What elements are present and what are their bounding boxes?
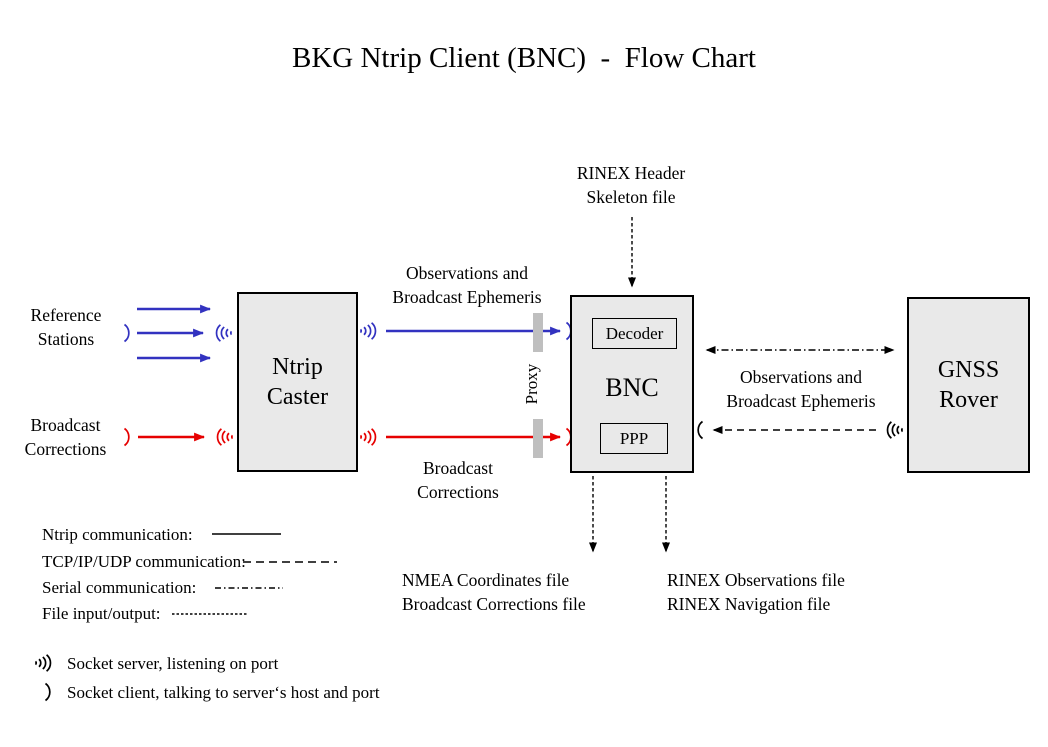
legend-file-label: File input/output: <box>42 604 161 623</box>
socket-client-legend-label: Socket client, talking to server‘s host … <box>67 683 380 702</box>
reference-stations-line1: Reference <box>30 305 102 325</box>
gnss-rover-label-line1: GNSS <box>937 357 1000 383</box>
ntrip-caster-label-line2: Caster <box>266 384 329 410</box>
socket-server-icon <box>216 427 234 447</box>
nmea-output-line2: Broadcast Corrections file <box>402 594 586 614</box>
gnss-rover-label-line2: Rover <box>939 387 998 413</box>
legend-tcp-label: TCP/IP/UDP communication: <box>42 552 246 571</box>
socket-client-icon <box>697 420 704 440</box>
nmea-output-line1: NMEA Coordinates file <box>402 570 570 590</box>
proxy-label: Proxy <box>522 363 541 405</box>
gnss-rover-box: GNSS Rover <box>907 297 1030 473</box>
broadcast-corrections-caster-bnc-line1: Broadcast <box>423 458 493 478</box>
decoder-label: Decoder <box>605 323 664 343</box>
rinex-output-line1: RINEX Observations file <box>667 570 845 590</box>
proxy-bar-top <box>533 313 543 352</box>
rinex-header-skeleton-label: RINEX Header Skeleton file <box>541 161 721 209</box>
nmea-output-label: NMEA Coordinates file Broadcast Correcti… <box>402 568 642 616</box>
reference-stations-to-caster-arrows <box>137 304 212 363</box>
bnc-label: BNC <box>605 373 659 402</box>
socket-server-icon <box>359 427 377 447</box>
socket-server-icon <box>359 321 377 341</box>
broadcast-corrections-caster-bnc-line2: Corrections <box>417 482 499 502</box>
observations-ephemeris-bnc-rover-line1: Observations and <box>740 367 862 387</box>
page-title: BKG Ntrip Client (BNC) - Flow Chart <box>292 42 756 74</box>
ntrip-caster-label-line1: Ntrip <box>272 354 323 380</box>
observations-ephemeris-bnc-rover-line2: Broadcast Ephemeris <box>726 391 876 411</box>
observations-ephemeris-caster-bnc-line1: Observations and <box>406 263 528 283</box>
rinex-header-skeleton-line1: RINEX Header <box>576 163 686 183</box>
broadcast-corrections-input-line1: Broadcast <box>30 415 101 435</box>
socket-client-icon <box>44 682 51 702</box>
bnc-box: Decoder BNC PPP <box>570 295 694 473</box>
proxy-bar-bottom <box>533 419 543 458</box>
ppp-label: PPP <box>619 428 649 448</box>
socket-server-legend-label: Socket server, listening on port <box>67 654 279 673</box>
ppp-box: PPP <box>600 423 668 454</box>
socket-server-icon <box>34 653 52 673</box>
broadcast-corrections-input-line2: Corrections <box>24 439 107 459</box>
reference-stations-label: Reference Stations <box>6 303 126 351</box>
rinex-header-skeleton-line2: Skeleton file <box>586 187 676 207</box>
observations-ephemeris-bnc-rover-label: Observations and Broadcast Ephemeris <box>706 365 896 413</box>
socket-server-icon <box>886 420 904 440</box>
legend-serial-label: Serial communication: <box>42 578 197 597</box>
broadcast-corrections-caster-bnc-label: Broadcast Corrections <box>398 456 518 504</box>
rinex-output-label: RINEX Observations file RINEX Navigation… <box>667 568 907 616</box>
ntrip-caster-box: Ntrip Caster <box>237 292 358 472</box>
broadcast-corrections-input-label: Broadcast Corrections <box>3 413 128 461</box>
observations-ephemeris-caster-bnc-label: Observations and Broadcast Ephemeris <box>372 261 562 309</box>
reference-stations-line2: Stations <box>37 329 95 349</box>
legend-ntrip-label: Ntrip communication: <box>42 525 193 544</box>
observations-ephemeris-caster-bnc-line2: Broadcast Ephemeris <box>392 287 542 307</box>
decoder-box: Decoder <box>592 318 677 349</box>
rinex-output-line2: RINEX Navigation file <box>667 594 831 614</box>
socket-server-icon <box>215 323 233 343</box>
